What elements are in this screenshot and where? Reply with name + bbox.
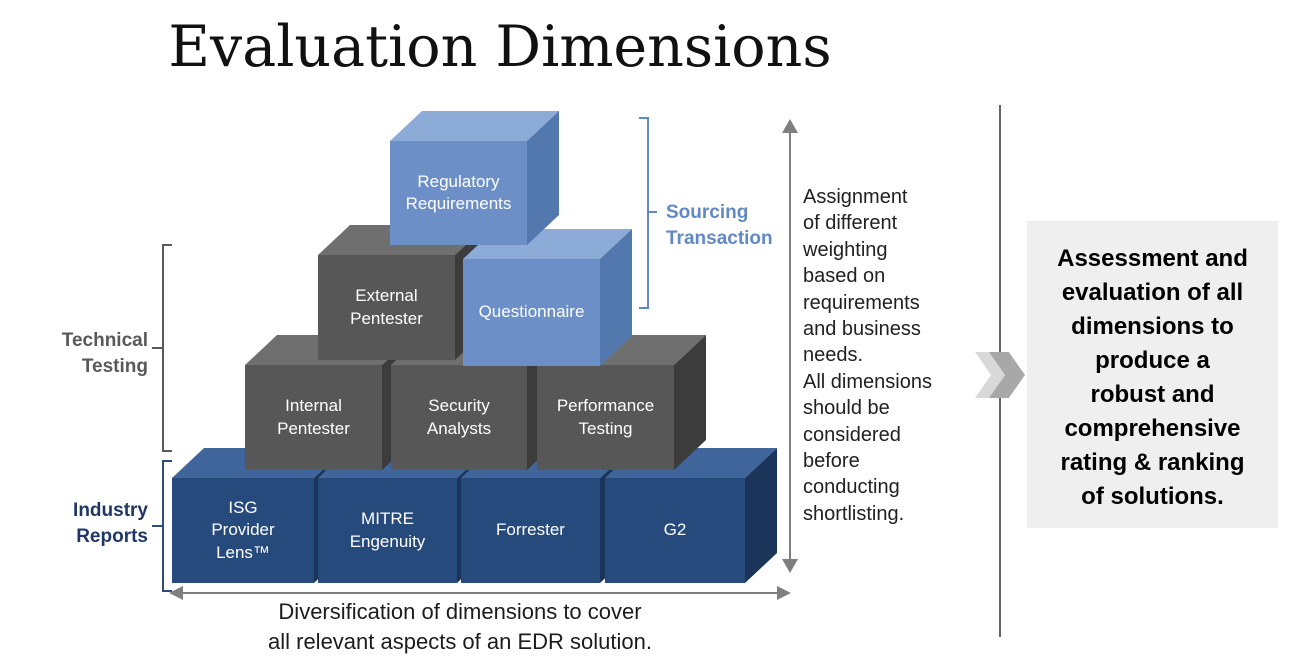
arrow-head-left (169, 586, 183, 600)
bracket-cap (162, 590, 172, 592)
cube-front-face (605, 478, 745, 583)
block-label: Regulatory Requirements (405, 171, 512, 213)
arrow-head-down (782, 559, 798, 573)
weighting-note: Assignment of different weighting based … (803, 186, 932, 525)
block-label: Forrester (496, 520, 565, 540)
bracket-line (162, 244, 164, 452)
block-label: Security Analysts (426, 396, 492, 438)
summary-panel: Assessment and evaluation of all dimensi… (1027, 221, 1278, 528)
arrow-shaft (789, 132, 791, 560)
block-label: Internal Pentester (277, 396, 350, 438)
bracket-cap (639, 117, 649, 119)
block-internal-pentester: Internal Pentester (245, 335, 414, 470)
cube-front-face (537, 365, 674, 470)
bracket-tick (647, 211, 657, 213)
block-label: ISG Provider Lens™ (211, 497, 275, 562)
cube-front-face (391, 365, 527, 470)
cube-front-face (318, 478, 457, 583)
block-external-pentester: External Pentester (318, 225, 487, 360)
page-title: Evaluation Dimensions (168, 14, 832, 80)
summary-text: Assessment and evaluation of all dimensi… (1057, 245, 1248, 510)
block-questionnaire: Questionnaire (463, 229, 632, 366)
block-label: External Pentester (350, 286, 423, 328)
arrow-head-right (777, 586, 791, 600)
cube-front-face (463, 259, 600, 366)
bracket-cap (162, 244, 172, 246)
cube-front-face (172, 478, 314, 583)
block-label: Questionnaire (478, 302, 585, 322)
cube-front-face (318, 255, 455, 360)
block-g2: G2 (605, 448, 777, 583)
block-label: MITRE Engenuity (349, 509, 426, 551)
bracket-tick (152, 347, 162, 349)
sourcing-transaction-label: Sourcing Transaction (666, 202, 773, 249)
bracket-cap (162, 460, 172, 462)
cube-front-face (461, 478, 600, 583)
cube-front-face (390, 141, 527, 245)
bracket-tick (152, 525, 162, 527)
block-label: G2 (663, 520, 687, 540)
block-label: Performance Testing (556, 396, 655, 438)
arrow-head-up (782, 119, 798, 133)
bracket-cap (639, 307, 649, 309)
arrow-shaft (182, 592, 778, 594)
diversification-caption: Diversification of dimensions to cover a… (268, 599, 652, 654)
bracket-cap (162, 450, 172, 452)
block-regulatory-requirements: Regulatory Requirements (390, 111, 559, 245)
cube-top-face (390, 111, 559, 141)
cube-front-face (245, 365, 382, 470)
technical-testing-label: Technical Testing (61, 330, 148, 377)
industry-reports-label: Industry Reports (73, 500, 148, 547)
bracket-line (162, 460, 164, 592)
bracket-line (647, 117, 649, 309)
